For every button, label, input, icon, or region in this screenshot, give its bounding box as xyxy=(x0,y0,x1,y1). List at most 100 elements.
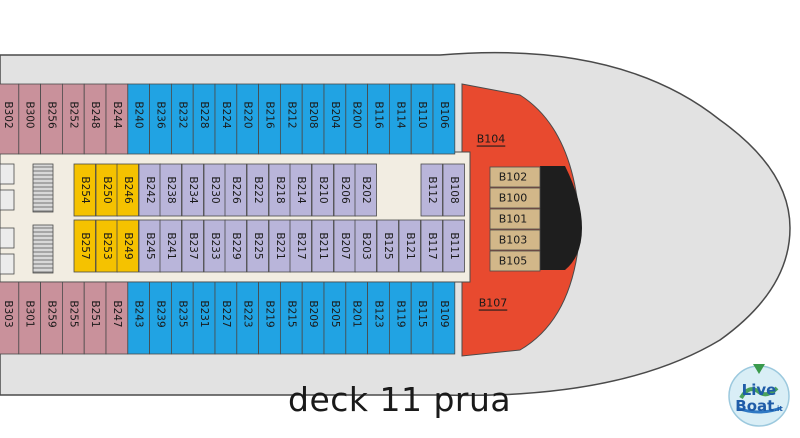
cabin-inner-bottom xyxy=(224,219,247,273)
cabin-label: B250 xyxy=(101,176,113,203)
cabin-bow xyxy=(489,208,541,230)
cabin-label: B225 xyxy=(252,232,264,259)
cabin-label: B235 xyxy=(176,300,188,327)
cabin-label: B121 xyxy=(404,232,416,259)
cabin-label: B214 xyxy=(295,176,307,204)
cabin-label: B216 xyxy=(264,101,276,129)
elevator-block xyxy=(0,189,15,211)
cabin-label: B231 xyxy=(198,300,210,327)
cabin-label: B206 xyxy=(339,176,351,204)
cabin-label: B217 xyxy=(295,232,307,259)
cabin-label: B116 xyxy=(373,101,385,129)
cabin-label: B257 xyxy=(79,232,91,259)
cabin-label: B102 xyxy=(499,171,528,184)
cabin-label: B104 xyxy=(477,133,506,146)
bow-black-area xyxy=(540,166,582,270)
cabin-label: B211 xyxy=(317,232,329,259)
cabin-label: B112 xyxy=(426,176,438,203)
cabin-label: B233 xyxy=(209,232,221,259)
cabin-label: B203 xyxy=(360,232,372,259)
cabin-inner-top xyxy=(159,163,182,217)
cabin-inner-top xyxy=(181,163,204,217)
cabin-inner-bottom xyxy=(354,219,377,273)
cabin-label: B109 xyxy=(438,300,450,327)
cabin-label: B241 xyxy=(165,232,177,259)
cabin-label: B303 xyxy=(2,300,14,327)
cabin-label: B208 xyxy=(307,101,319,128)
cabin-label: B125 xyxy=(382,232,394,259)
cabin-inner-bottom xyxy=(442,219,465,273)
cabin-inner-top xyxy=(442,163,465,217)
cabin-outer-bottom xyxy=(432,281,456,355)
cabin-label: B248 xyxy=(89,101,101,128)
cabin-inner-bottom xyxy=(398,219,421,273)
cabin-label: B251 xyxy=(89,300,101,327)
cabin-label: B259 xyxy=(46,300,58,327)
cabin-label: B111 xyxy=(448,232,460,259)
cabin-inner-bottom xyxy=(420,219,443,273)
cabin-label: B107 xyxy=(479,297,508,310)
cabin-label: B256 xyxy=(46,101,58,129)
cabin-label: B210 xyxy=(317,176,329,203)
cabin-outer-top xyxy=(432,83,456,155)
cabin-label: B100 xyxy=(499,192,528,205)
cabin-label: B215 xyxy=(285,300,297,327)
cabin-label: B227 xyxy=(220,300,232,327)
cabin-label: B230 xyxy=(209,176,221,203)
cabin-label: B205 xyxy=(329,300,341,327)
cabin-inner-top xyxy=(73,163,96,217)
cabin-inner-bottom xyxy=(289,219,312,273)
cabin-label: B234 xyxy=(187,176,199,204)
cabin-label: B103 xyxy=(499,234,528,247)
cabin-label: B202 xyxy=(360,176,372,203)
cabin-label: B238 xyxy=(165,176,177,203)
cabin-label: B219 xyxy=(264,300,276,327)
cabin-label: B249 xyxy=(122,232,134,259)
cabin-label: B252 xyxy=(67,101,79,128)
cabin-label: B200 xyxy=(351,101,363,128)
liveboat-logo: Live Boat.it xyxy=(723,358,795,430)
cabin-label: B229 xyxy=(230,232,242,259)
cabin-bow xyxy=(489,229,541,251)
cabin-label: B222 xyxy=(252,176,264,203)
cabin-label: B245 xyxy=(144,232,156,259)
cabin-label: B246 xyxy=(122,176,134,204)
cabin-label: B223 xyxy=(242,300,254,327)
cabin-inner-top xyxy=(354,163,377,217)
cabin-label: B119 xyxy=(394,300,406,327)
cabin-bow xyxy=(489,166,541,188)
cabin-inner-top xyxy=(116,163,139,217)
cabin-label: B301 xyxy=(24,300,36,327)
logo-wordmark: Live Boat.it xyxy=(735,381,783,415)
cabin-label: B247 xyxy=(111,300,123,327)
cabin-inner-bottom xyxy=(159,219,182,273)
cabin-inner-top xyxy=(289,163,312,217)
cabin-inner-top xyxy=(311,163,334,217)
cabin-inner-top xyxy=(224,163,247,217)
elevator-block xyxy=(0,163,15,185)
cabin-label: B254 xyxy=(79,176,91,204)
cabin-inner-bottom xyxy=(246,219,269,273)
cabin-label: B226 xyxy=(230,176,242,204)
cabin-label: B115 xyxy=(416,300,428,327)
cabin-label: B232 xyxy=(176,101,188,128)
stair-block xyxy=(32,163,54,213)
cabin-label: B224 xyxy=(220,101,232,129)
cabin-label: B236 xyxy=(155,101,167,129)
cabin-label: B300 xyxy=(24,101,36,128)
cabin-label: B106 xyxy=(438,101,450,129)
deck-caption: deck 11 prua xyxy=(288,380,512,419)
cabin-inner-top xyxy=(420,163,443,217)
cabin-label: B207 xyxy=(339,232,351,259)
cabin-inner-bottom xyxy=(181,219,204,273)
cabin-label: B242 xyxy=(144,176,156,203)
cabin-label: B212 xyxy=(285,101,297,128)
cabin-label: B105 xyxy=(499,255,528,268)
cabin-label: B201 xyxy=(351,300,363,327)
cabin-inner-top xyxy=(246,163,269,217)
cabin-label: B243 xyxy=(133,300,145,327)
elevator-block xyxy=(0,227,15,249)
cabin-label: B221 xyxy=(274,232,286,259)
